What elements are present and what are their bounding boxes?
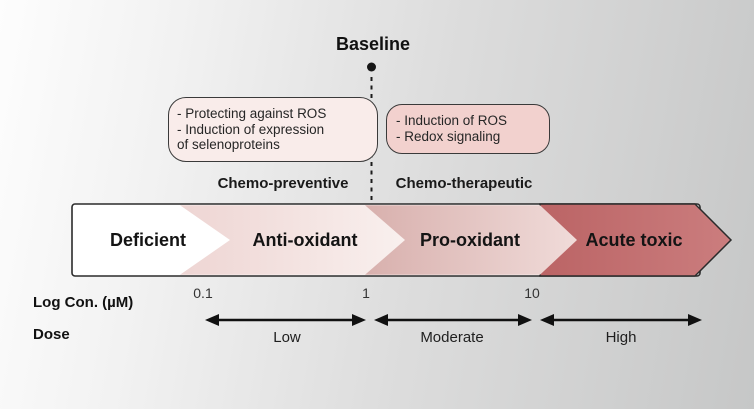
therapeutic-annotation-box: - Induction of ROS - Redox signaling (386, 104, 550, 154)
dose-arrows (205, 314, 702, 326)
tick-0-1: 0.1 (193, 285, 213, 301)
tick-1: 1 (362, 285, 370, 301)
note-line: - Induction of ROS (396, 113, 508, 128)
note-line: of selenoproteins (177, 137, 280, 152)
note-line: - Redox signaling (396, 128, 501, 144)
dose-range-high-label: High (605, 329, 637, 346)
tick-10: 10 (524, 285, 540, 301)
baseline-label: Baseline (335, 34, 411, 54)
segment-anti-oxidant (180, 205, 405, 275)
segment-label-acute-toxic: Acute toxic (585, 230, 683, 250)
baseline-dot (367, 62, 376, 72)
note-line: - Induction of expression (177, 121, 325, 137)
dose-range-moderate-label: Moderate (420, 329, 484, 346)
chemo-therapeutic-label: Chemo-therapeutic (395, 175, 533, 192)
preventive-annotation-box: - Protecting against ROS - Induction of … (168, 97, 378, 162)
segment-label-anti-oxidant: Anti-oxidant (252, 230, 358, 250)
dose-arrow-high (540, 314, 702, 326)
dose-arrow-low (205, 314, 366, 326)
note-line: - Protecting against ROS (177, 106, 327, 121)
chemo-preventive-label: Chemo-preventive (217, 175, 349, 192)
segment-deficient (73, 205, 230, 275)
segment-pro-oxidant (365, 205, 577, 275)
dose-label: Dose (33, 326, 70, 343)
segment-label-deficient: Deficient (109, 230, 187, 250)
segment-label-pro-oxidant: Pro-oxidant (419, 230, 520, 250)
spectrum-bar (71, 203, 733, 277)
dose-range-low-label: Low (273, 329, 301, 346)
log-concentration-label: Log Con. (µM) (33, 294, 134, 311)
dose-arrow-moderate (374, 314, 532, 326)
